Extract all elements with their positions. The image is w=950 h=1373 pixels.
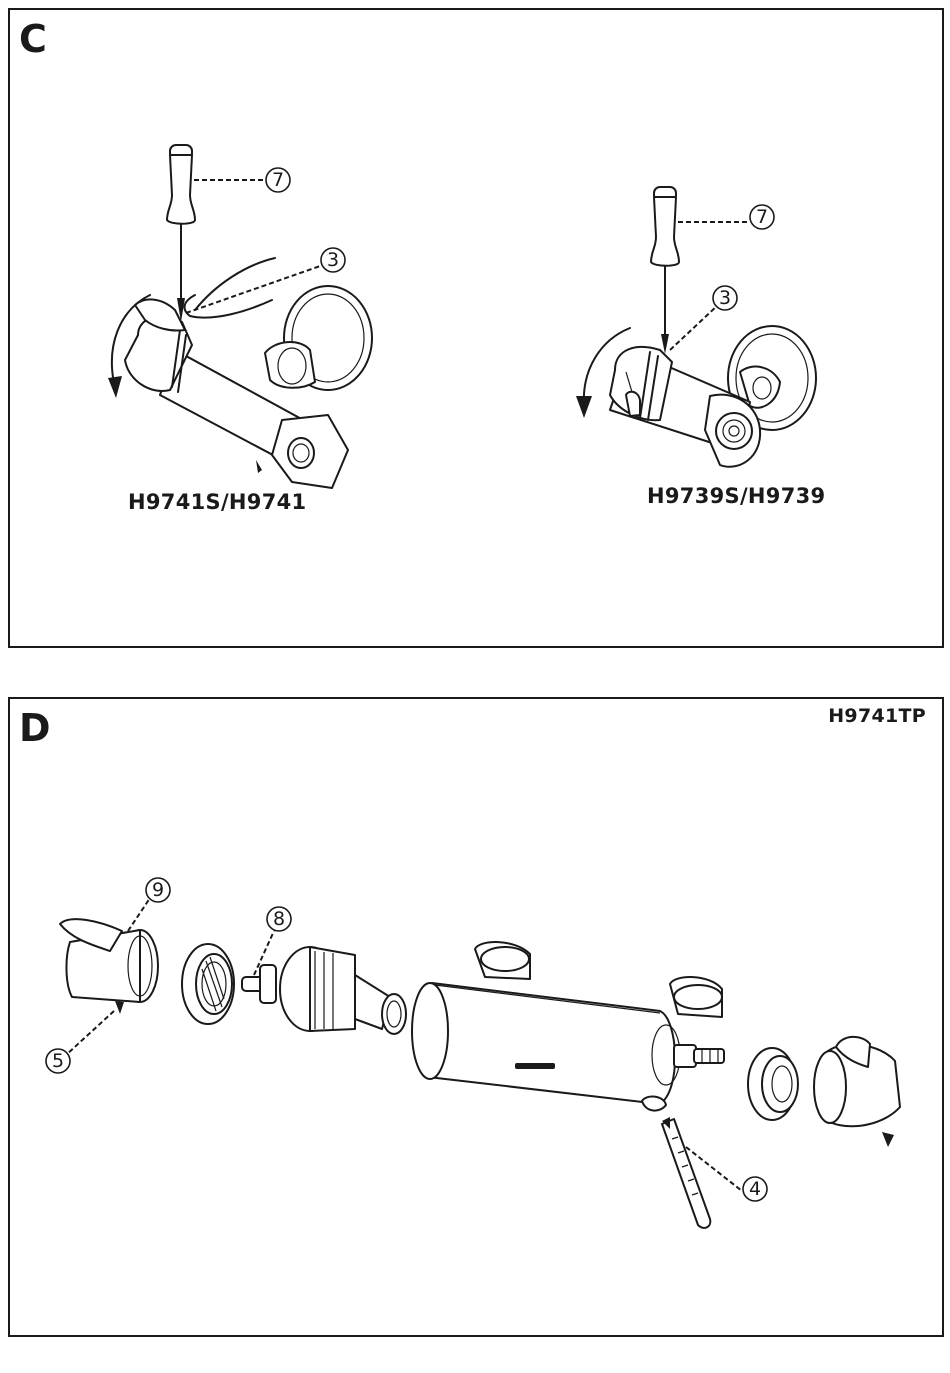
callout-8: 8 bbox=[267, 907, 291, 931]
callout-7-left: 7 bbox=[266, 168, 290, 192]
lever-handle-9 bbox=[60, 919, 158, 1014]
control-handle-right bbox=[814, 1037, 900, 1147]
retaining-ring bbox=[182, 944, 234, 1024]
svg-text:9: 9 bbox=[152, 879, 164, 901]
screwdriver-tool-7 bbox=[651, 187, 679, 354]
panel-d: D H9741TP 9 5 bbox=[8, 697, 944, 1337]
panel-c-illustration: 7 3 bbox=[10, 10, 942, 646]
thermostatic-cartridge-8 bbox=[242, 947, 406, 1034]
svg-text:7: 7 bbox=[272, 169, 284, 191]
callout-3-right: 3 bbox=[713, 286, 737, 310]
panel-c: C bbox=[8, 8, 944, 648]
thermometer-4 bbox=[662, 1117, 710, 1228]
callout-5: 5 bbox=[46, 1049, 70, 1073]
valve-h9739: 7 3 bbox=[576, 187, 816, 467]
valve-h9741: 7 3 bbox=[108, 145, 372, 488]
svg-text:8: 8 bbox=[273, 908, 285, 930]
callout-3-left: 3 bbox=[321, 248, 345, 272]
svg-text:4: 4 bbox=[749, 1178, 761, 1200]
svg-text:3: 3 bbox=[719, 287, 731, 309]
svg-text:7: 7 bbox=[756, 206, 768, 228]
screwdriver-tool-7 bbox=[167, 145, 195, 322]
svg-text:3: 3 bbox=[327, 249, 339, 271]
callout-4: 4 bbox=[743, 1177, 767, 1201]
model-label-h9739: H9739S/H9739 bbox=[647, 484, 825, 508]
callout-9: 9 bbox=[146, 878, 170, 902]
svg-text:5: 5 bbox=[52, 1050, 64, 1072]
retaining-ring-right bbox=[748, 1048, 798, 1120]
panel-d-exploded-view: 9 5 8 bbox=[10, 699, 942, 1335]
valve-body bbox=[412, 942, 724, 1111]
callout-7-right: 7 bbox=[750, 205, 774, 229]
model-label-h9741: H9741S/H9741 bbox=[128, 490, 306, 514]
